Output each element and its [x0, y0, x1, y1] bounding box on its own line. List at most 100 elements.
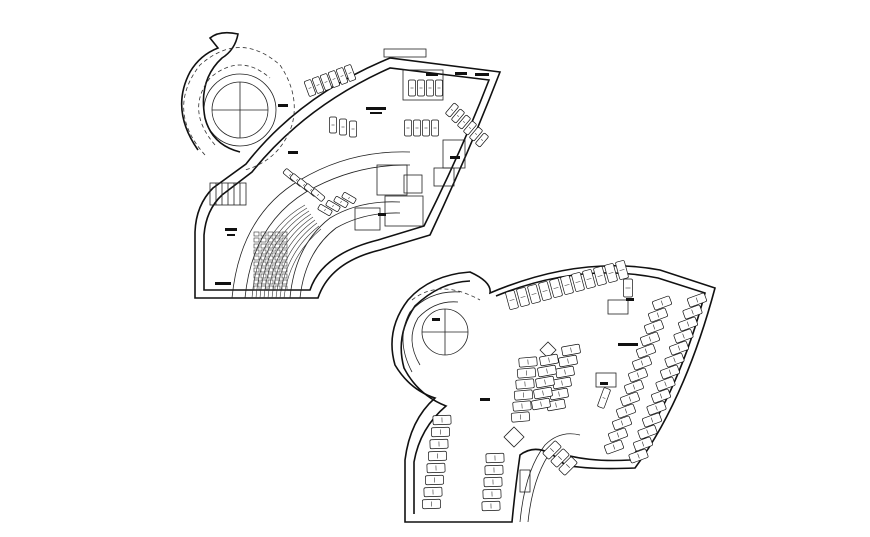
seat: [281, 249, 288, 255]
top-opening: [383, 48, 427, 58]
seat: [267, 255, 274, 261]
seat: [253, 285, 260, 291]
outer-wall: [194, 57, 502, 299]
car-bay-mark: [673, 357, 676, 363]
seat: [260, 255, 267, 261]
car-bay-mark: [324, 208, 326, 212]
car-bay-mark: [640, 360, 644, 366]
car-bay-mark: [463, 121, 465, 123]
car-bay-mark: [612, 444, 616, 450]
car-bay-mark: [348, 72, 352, 74]
car-bay-mark: [558, 391, 560, 397]
car-bay-mark: [348, 196, 350, 200]
seat: [260, 243, 267, 249]
car-bay-mark: [289, 174, 291, 176]
car-bay-mark: [542, 290, 548, 292]
seat: [260, 273, 267, 279]
car-bay-mark: [509, 299, 515, 301]
car-bay-mark: [296, 179, 298, 181]
parking-floor-plan: [391, 260, 716, 523]
car-bay-mark: [686, 321, 690, 327]
seat: [274, 237, 281, 243]
seating-row: [279, 225, 320, 299]
car-bay-mark: [303, 184, 305, 186]
car-bay-mark: [620, 420, 624, 426]
inner-wall-lower: [400, 280, 471, 514]
car-bay-mark: [324, 81, 328, 83]
seat: [253, 243, 260, 249]
lower-parking-bays: [422, 260, 707, 512]
car-bay-mark: [520, 296, 526, 298]
car-bay-mark: [682, 333, 685, 339]
seat: [274, 249, 281, 255]
car-bay-mark: [340, 200, 342, 204]
car-bay-mark: [608, 272, 614, 274]
car-bay-mark: [332, 78, 336, 80]
seating-row: [255, 207, 308, 299]
car-bay-mark: [628, 396, 632, 402]
upper-floor-plan: [180, 31, 502, 299]
seat: [274, 279, 281, 285]
seat: [253, 261, 260, 267]
car-bay-mark: [659, 393, 663, 399]
seat: [281, 255, 288, 261]
car-bay-mark: [597, 275, 603, 277]
seat: [260, 285, 267, 291]
seat: [281, 279, 288, 285]
seat: [267, 273, 274, 279]
seat: [253, 237, 260, 243]
seating-row: [275, 222, 318, 299]
seat: [281, 261, 288, 267]
upper-label-tags: [215, 72, 489, 285]
car-bay-mark: [308, 87, 312, 89]
car-bay-mark: [544, 379, 546, 385]
ramp-spiral: [180, 31, 295, 171]
car-bay-mark: [546, 368, 548, 374]
car-bay-mark: [646, 429, 649, 435]
lower-label-tags: [432, 298, 638, 401]
seat: [267, 279, 274, 285]
car-bay-mark: [637, 453, 640, 459]
seat: [274, 285, 281, 291]
auditorium-seating: [251, 204, 322, 299]
ramp-spiral-lower: [402, 288, 481, 373]
car-bay-mark: [558, 456, 562, 460]
car-bay-mark: [469, 127, 471, 129]
car-bay-mark: [691, 309, 694, 315]
seat: [253, 273, 260, 279]
car-bay-mark: [332, 204, 334, 208]
seat: [253, 249, 260, 255]
car-bay-mark: [340, 75, 344, 77]
ring-3: [289, 201, 401, 299]
car-bay-mark: [555, 402, 557, 408]
car-bay-mark: [660, 300, 664, 306]
seat: [260, 261, 267, 267]
car-bay-mark: [650, 417, 654, 423]
seat: [260, 237, 267, 243]
seat: [260, 267, 267, 273]
car-bay-mark: [475, 133, 477, 135]
car-bay-mark: [316, 84, 320, 86]
seating-row: [271, 219, 316, 299]
seat: [253, 279, 260, 285]
seat: [281, 267, 288, 273]
car-bay-mark: [656, 312, 660, 318]
seat: [281, 231, 288, 237]
car-bay-mark: [550, 448, 554, 452]
inner-wall: [203, 67, 491, 291]
seat: [267, 231, 274, 237]
car-bay-mark: [619, 269, 625, 271]
seat: [260, 249, 267, 255]
car-bay-mark: [457, 115, 459, 117]
car-bay-mark: [641, 441, 645, 447]
seat: [274, 255, 281, 261]
car-bay-mark: [548, 357, 550, 363]
car-bay-mark: [648, 336, 652, 342]
seat: [253, 267, 260, 273]
car-bay-mark: [636, 372, 640, 378]
seat: [281, 273, 288, 279]
upper-parking-bays: [282, 64, 489, 216]
service-core: [354, 69, 466, 231]
car-bay-mark: [481, 139, 483, 141]
